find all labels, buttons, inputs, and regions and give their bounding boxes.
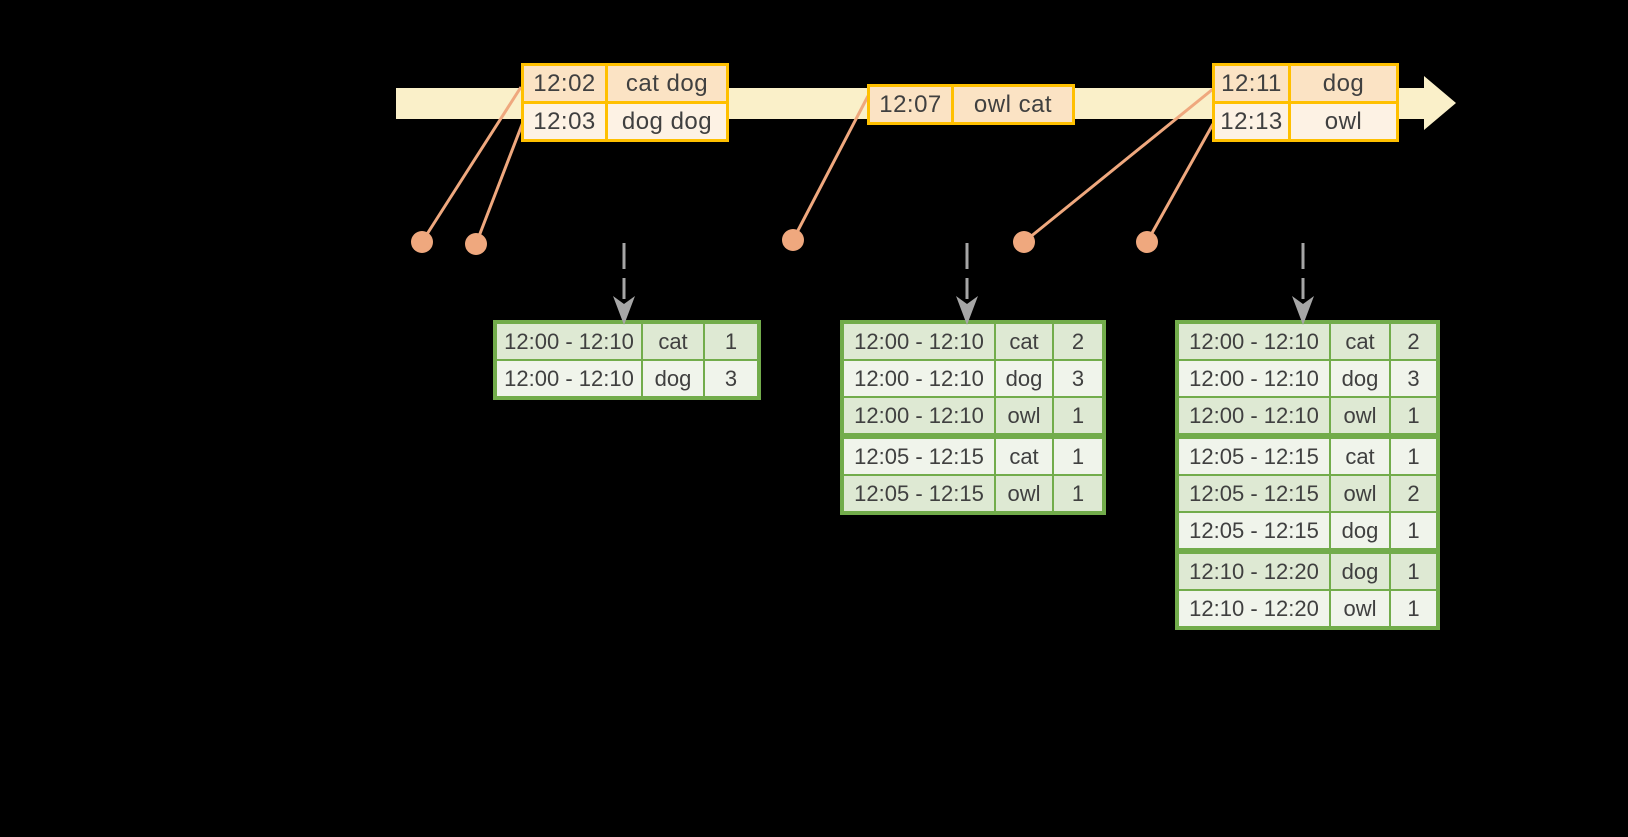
window-cell: 12:05 - 12:15 <box>844 439 994 474</box>
event-words-cell: dog <box>1291 66 1396 101</box>
count-cell: 1 <box>1391 439 1436 474</box>
word-cell: cat <box>643 324 703 359</box>
word-cell: owl <box>996 476 1052 511</box>
count-cell: 2 <box>1391 324 1436 359</box>
event-connector-line <box>474 121 525 245</box>
count-cell: 2 <box>1054 324 1102 359</box>
window-cell: 12:00 - 12:10 <box>1179 398 1329 433</box>
word-cell: owl <box>1331 476 1389 511</box>
window-cell: 12:05 - 12:15 <box>1179 513 1329 548</box>
event-words-cell: dog dog <box>608 104 726 139</box>
event-words-cell: owl <box>1291 104 1396 139</box>
result-row: 12:00 - 12:10 cat 1 <box>497 324 757 359</box>
event-connector-line <box>1145 123 1215 243</box>
word-cell: dog <box>643 361 703 396</box>
word-cell: dog <box>1331 361 1389 396</box>
window-cell: 12:00 - 12:10 <box>844 398 994 433</box>
count-cell: 3 <box>705 361 757 396</box>
event-dot <box>782 229 804 251</box>
window-cell: 12:05 - 12:15 <box>1179 439 1329 474</box>
result-row: 12:05 - 12:15 cat 1 <box>844 439 1102 474</box>
window-cell: 12:00 - 12:10 <box>497 361 641 396</box>
event-time-cell: 12:13 <box>1215 104 1288 139</box>
result-table: 12:00 - 12:10 cat 2 12:00 - 12:10 dog 3 … <box>1175 320 1440 630</box>
word-cell: cat <box>996 439 1052 474</box>
count-cell: 1 <box>1054 439 1102 474</box>
word-cell: dog <box>1331 554 1389 589</box>
event-dot <box>465 233 487 255</box>
count-cell: 1 <box>1054 398 1102 433</box>
result-row: 12:05 - 12:15 dog 1 <box>1179 513 1436 548</box>
event-row: 12:11 dog <box>1215 66 1396 101</box>
count-cell: 1 <box>1391 554 1436 589</box>
event-time-cell: 12:02 <box>524 66 605 101</box>
event-connector-line <box>1023 87 1214 244</box>
event-connector-line <box>791 95 870 241</box>
result-row: 12:10 - 12:20 owl 1 <box>1179 591 1436 626</box>
count-cell: 1 <box>1391 513 1436 548</box>
window-cell: 12:00 - 12:10 <box>497 324 641 359</box>
event-words-cell: owl cat <box>954 87 1072 122</box>
window-cell: 12:00 - 12:10 <box>1179 324 1329 359</box>
word-cell: cat <box>1331 324 1389 359</box>
event-time-cell: 12:11 <box>1215 66 1288 101</box>
result-row: 12:05 - 12:15 owl 1 <box>844 476 1102 511</box>
event-table: 12:07 owl cat <box>867 84 1075 125</box>
event-row: 12:07 owl cat <box>870 87 1072 122</box>
count-cell: 1 <box>1391 398 1436 433</box>
result-row: 12:05 - 12:15 cat 1 <box>1179 439 1436 474</box>
word-cell: cat <box>1331 439 1389 474</box>
event-row: 12:13 owl <box>1215 104 1396 139</box>
event-row: 12:02 cat dog <box>524 66 726 101</box>
count-cell: 3 <box>1391 361 1436 396</box>
event-dot <box>1013 231 1035 253</box>
event-connector-line <box>420 86 523 243</box>
count-cell: 1 <box>1054 476 1102 511</box>
result-row: 12:00 - 12:10 dog 3 <box>1179 361 1436 396</box>
result-row: 12:10 - 12:20 dog 1 <box>1179 554 1436 589</box>
word-cell: owl <box>1331 591 1389 626</box>
event-dot <box>1136 231 1158 253</box>
count-cell: 3 <box>1054 361 1102 396</box>
event-time-cell: 12:03 <box>524 104 605 139</box>
event-words-cell: cat dog <box>608 66 726 101</box>
result-row: 12:00 - 12:10 dog 3 <box>844 361 1102 396</box>
event-table: 12:11 dog 12:13 owl <box>1212 63 1399 142</box>
event-row: 12:03 dog dog <box>524 104 726 139</box>
window-cell: 12:10 - 12:20 <box>1179 554 1329 589</box>
word-cell: owl <box>1331 398 1389 433</box>
word-cell: dog <box>996 361 1052 396</box>
result-table: 12:00 - 12:10 cat 2 12:00 - 12:10 dog 3 … <box>840 320 1106 515</box>
count-cell: 1 <box>705 324 757 359</box>
word-cell: dog <box>1331 513 1389 548</box>
count-cell: 1 <box>1391 591 1436 626</box>
word-cell: owl <box>996 398 1052 433</box>
window-cell: 12:00 - 12:10 <box>844 361 994 396</box>
result-table: 12:00 - 12:10 cat 1 12:00 - 12:10 dog 3 <box>493 320 761 400</box>
result-row: 12:00 - 12:10 cat 2 <box>1179 324 1436 359</box>
window-cell: 12:05 - 12:15 <box>1179 476 1329 511</box>
result-row: 12:05 - 12:15 owl 2 <box>1179 476 1436 511</box>
result-row: 12:00 - 12:10 owl 1 <box>1179 398 1436 433</box>
window-cell: 12:10 - 12:20 <box>1179 591 1329 626</box>
result-row: 12:00 - 12:10 owl 1 <box>844 398 1102 433</box>
event-table: 12:02 cat dog 12:03 dog dog <box>521 63 729 142</box>
window-cell: 12:05 - 12:15 <box>844 476 994 511</box>
window-cell: 12:00 - 12:10 <box>1179 361 1329 396</box>
event-time-cell: 12:07 <box>870 87 951 122</box>
result-row: 12:00 - 12:10 dog 3 <box>497 361 757 396</box>
result-row: 12:00 - 12:10 cat 2 <box>844 324 1102 359</box>
word-cell: cat <box>996 324 1052 359</box>
event-dot <box>411 231 433 253</box>
window-cell: 12:00 - 12:10 <box>844 324 994 359</box>
count-cell: 2 <box>1391 476 1436 511</box>
